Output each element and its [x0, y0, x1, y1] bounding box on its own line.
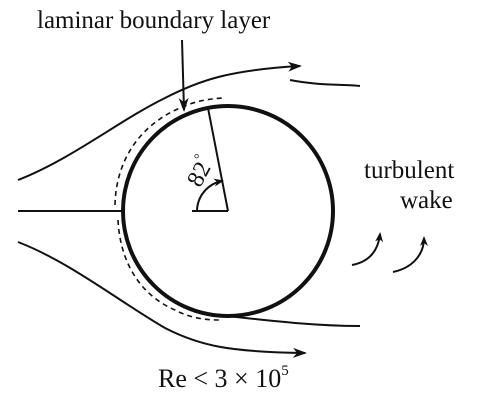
- reynolds-exponent: 5: [281, 363, 289, 380]
- lower-outer-streamline: [227, 315, 361, 327]
- reynolds-base: Re < 3 × 10: [158, 364, 282, 393]
- boundary-layer-label: laminar boundary layer: [37, 7, 271, 34]
- reynolds-number-label: Re < 3 × 105: [158, 363, 289, 393]
- wake-swirl-arrow-left: [351, 232, 384, 266]
- separation-radius-line: [207, 107, 229, 212]
- turbulent-label: turbulent: [364, 157, 455, 184]
- angle-arc: [196, 178, 224, 212]
- wake-swirl-arrow-right: [392, 236, 428, 273]
- boundary-layer-dashed-lower: [117, 219, 221, 321]
- lower-streamline: [17, 241, 307, 358]
- upper-outer-streamline: [289, 79, 361, 87]
- upper-streamline: [17, 61, 302, 181]
- wake-label: wake: [400, 187, 453, 214]
- boundary-layer-pointer: [178, 39, 189, 112]
